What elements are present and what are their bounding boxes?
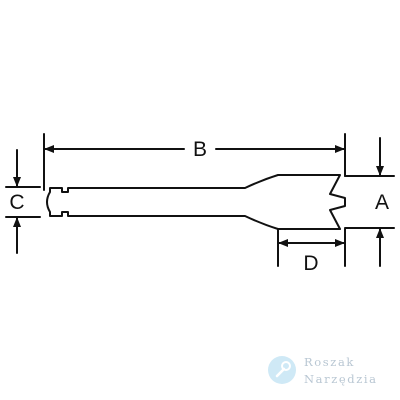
dimension-a-label: A bbox=[375, 191, 389, 214]
dimension-b-label: B bbox=[193, 138, 207, 161]
dimension-c-label: C bbox=[9, 191, 24, 214]
wrench-icon bbox=[268, 356, 296, 384]
spade-bit-outline bbox=[46, 174, 346, 230]
watermark-badge bbox=[268, 356, 296, 384]
watermark-line-2: Narzędzia bbox=[304, 372, 378, 386]
watermark: Roszak Narzędzia bbox=[268, 352, 396, 392]
watermark-line-1: Roszak bbox=[304, 355, 355, 369]
dimension-d-label: D bbox=[303, 252, 318, 275]
